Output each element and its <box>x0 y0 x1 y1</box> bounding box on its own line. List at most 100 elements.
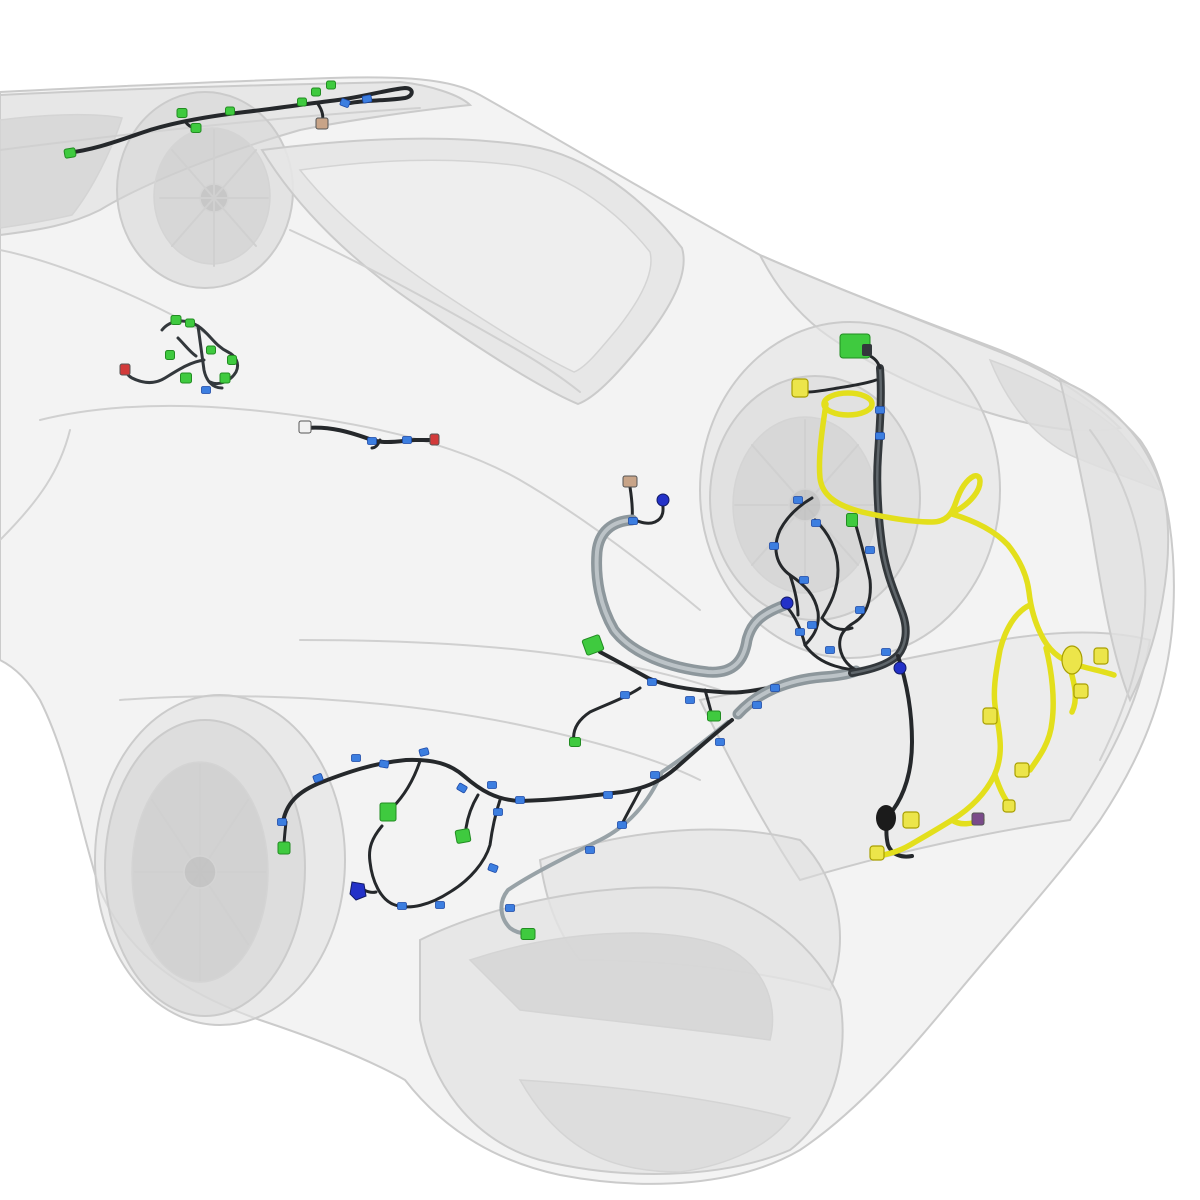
hood-crease-line <box>299 639 721 691</box>
harness-clip <box>865 546 875 554</box>
short-harness <box>304 425 436 445</box>
main-harness <box>281 718 734 824</box>
harness-clip <box>825 646 835 654</box>
dark-blue-connector <box>893 661 907 675</box>
wheel-arch-harness <box>813 518 840 620</box>
harness-clip <box>367 437 377 445</box>
green-connector <box>846 513 858 527</box>
harness-clip <box>312 773 324 783</box>
front-grille <box>468 932 774 1041</box>
green-connector <box>170 315 182 325</box>
harness-clip <box>617 821 627 829</box>
engine-harness <box>816 401 983 525</box>
green-connector <box>520 928 536 940</box>
trunk-harness-branch <box>806 378 878 394</box>
harness-clip <box>752 701 762 709</box>
harness-clip <box>378 759 390 769</box>
relay-box-connector <box>839 333 872 359</box>
green-connector <box>581 634 605 656</box>
dark-blue-connector <box>656 493 670 507</box>
engine-connector <box>869 845 885 861</box>
harness-clip <box>351 754 361 762</box>
harness-clip <box>487 781 497 789</box>
rear-wheel-upper-spokes <box>159 129 269 267</box>
engine-connector-ring <box>1061 645 1083 675</box>
green-connector <box>707 710 721 722</box>
harness-clip <box>493 808 503 816</box>
harness-clip <box>769 542 779 550</box>
relay-box-plug <box>862 344 872 356</box>
main-harness-branch <box>464 793 480 830</box>
gray-thin-harness <box>499 720 730 936</box>
green-connector <box>185 318 195 328</box>
wheel-arch-harness <box>820 616 854 632</box>
rear-cluster-harness <box>176 336 198 358</box>
harness-clip <box>795 628 805 636</box>
right-bumper <box>1058 378 1170 703</box>
harness-clip <box>487 863 499 873</box>
harness-clip <box>855 606 865 614</box>
green-connector <box>277 841 291 855</box>
engine-connector <box>902 811 920 829</box>
engine-connector <box>982 707 998 725</box>
harness-clip <box>799 576 809 584</box>
harness-clip <box>402 436 412 444</box>
harness-clip <box>875 406 885 414</box>
blue-connector-large <box>349 881 367 901</box>
harness-clip <box>201 386 211 394</box>
harness-clip <box>603 791 613 799</box>
harness-clip <box>620 691 630 699</box>
engine-connector <box>1093 647 1109 665</box>
engine-harness-branch <box>1027 645 1056 773</box>
dashboard-line <box>289 229 581 393</box>
harness-clips <box>201 94 891 912</box>
harness-clip <box>397 902 407 910</box>
green-connectors <box>63 80 858 940</box>
harness-clip <box>339 98 351 108</box>
roof-harness <box>64 86 414 155</box>
harness-clip <box>628 517 638 525</box>
harness-clip <box>650 771 660 779</box>
wheel-arch-harness <box>788 573 800 617</box>
green-connector <box>454 828 472 844</box>
green-connector <box>227 355 237 365</box>
harness-clip <box>418 747 430 757</box>
green-connector <box>225 106 235 116</box>
green-connector <box>63 147 77 159</box>
main-harness-branch <box>620 788 642 826</box>
windshield-glass <box>298 159 652 373</box>
rear-wheel-lower-hub <box>183 855 217 889</box>
engine-connector <box>791 378 809 398</box>
green-connector <box>219 372 231 384</box>
harness-clip <box>435 901 445 909</box>
short-harness-branch <box>370 438 382 450</box>
dark-blue-connector <box>780 596 794 610</box>
green-connector <box>176 108 188 118</box>
main-harness-loop <box>368 798 502 909</box>
harnesses <box>64 86 1117 936</box>
rear-cluster-connector-red <box>119 363 131 376</box>
harness-clip <box>811 519 821 527</box>
engine-connector <box>1002 799 1016 813</box>
upper-harness-branch <box>633 498 665 525</box>
harness-clip <box>515 796 525 804</box>
ghost-car <box>0 76 1175 1185</box>
harness-clip <box>647 678 657 686</box>
green-connector <box>569 737 581 747</box>
harness-clip <box>277 818 287 826</box>
bumper-edge-line <box>1089 429 1147 761</box>
upper-harness <box>598 650 772 695</box>
harness-clip <box>770 684 780 692</box>
door-line <box>0 429 71 541</box>
green-connector <box>180 372 192 384</box>
engine-connector-purple <box>971 812 985 826</box>
rear-cluster-harness <box>196 324 224 390</box>
short-harness-connector-white <box>298 420 312 434</box>
green-connector <box>311 87 321 97</box>
harness-clip <box>881 648 891 656</box>
green-connector <box>190 123 202 133</box>
engine-harness <box>949 511 1117 678</box>
green-connector <box>297 97 307 107</box>
harness-clip <box>505 904 515 912</box>
